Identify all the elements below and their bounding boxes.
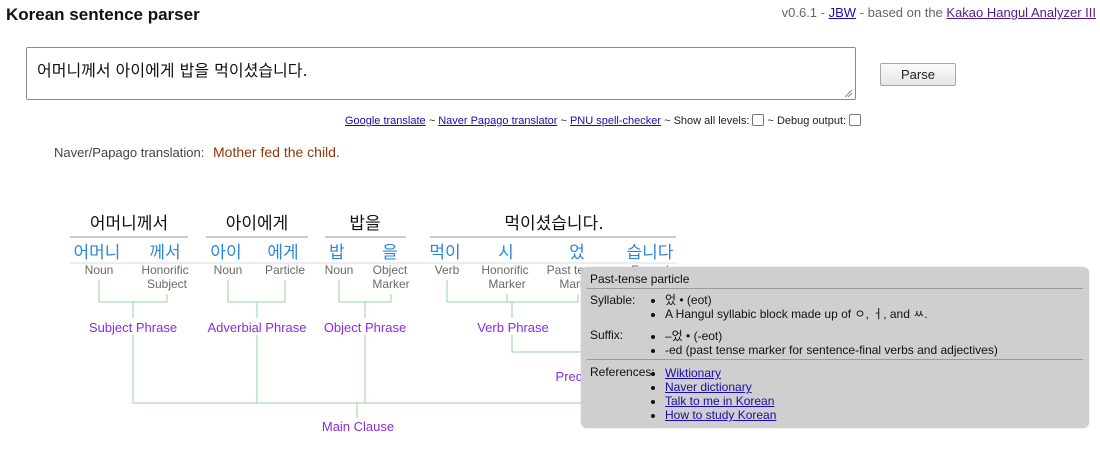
tree-connectors bbox=[98, 280, 650, 418]
version-text: v0.6.1 bbox=[781, 5, 818, 20]
word: 아이에게 bbox=[226, 214, 289, 234]
phrase-label: Subject Phrase bbox=[89, 320, 177, 335]
morpheme[interactable]: 먹이 bbox=[429, 243, 460, 263]
list-item: 었 • (eot) bbox=[665, 293, 928, 307]
link-separator: ~ bbox=[425, 115, 439, 127]
phrase-label: Main Clause bbox=[322, 419, 394, 434]
morpheme[interactable]: 에게 bbox=[267, 243, 298, 263]
morpheme[interactable]: 습니다 bbox=[627, 243, 674, 263]
word: 먹이셨습니다. bbox=[504, 214, 603, 234]
list-item: Talk to me in Korean bbox=[665, 394, 776, 408]
phrase-label: Object Phrase bbox=[324, 320, 406, 335]
pos-label: Marker bbox=[372, 277, 409, 291]
list-item: A Hangul syllabic block made up of ㅇ, ㅓ,… bbox=[665, 307, 928, 321]
based-on-text: - based on the bbox=[856, 5, 947, 20]
analyzer-link[interactable]: Kakao Hangul Analyzer III bbox=[946, 5, 1096, 20]
sentence-input[interactable]: 어머니께서 아이에게 밥을 먹이셨습니다. bbox=[26, 47, 856, 100]
wiktionary-link[interactable]: Wiktionary bbox=[665, 366, 722, 380]
suffix-list: –었 • (-eot) -ed (past tense marker for s… bbox=[649, 329, 998, 357]
morpheme[interactable]: 께서 bbox=[149, 243, 180, 263]
version-line: v0.6.1 - JBW - based on the Kakao Hangul… bbox=[782, 5, 1096, 20]
syllable-label: Syllable: bbox=[590, 293, 636, 307]
papago-link[interactable]: Naver Papago translator bbox=[438, 115, 558, 127]
references-label: References: bbox=[590, 365, 655, 379]
tooltip-divider bbox=[587, 288, 1083, 289]
resize-grip-icon[interactable] bbox=[844, 89, 852, 97]
pos-label: Honorific bbox=[141, 263, 188, 277]
phrase-label: Adverbial Phrase bbox=[208, 320, 307, 335]
morpheme[interactable]: 아이 bbox=[210, 243, 241, 263]
app-title: Korean sentence parser bbox=[6, 5, 200, 24]
list-item: -ed (past tense marker for sentence-fina… bbox=[665, 343, 998, 357]
show-all-label: ~ Show all levels: bbox=[661, 115, 750, 127]
how-to-study-korean-link[interactable]: How to study Korean bbox=[665, 408, 777, 422]
pos-label: Verb bbox=[435, 263, 460, 277]
sentence-input-value: 어머니께서 아이에게 밥을 먹이셨습니다. bbox=[37, 61, 308, 80]
debug-label: ~ Debug output: bbox=[764, 115, 847, 127]
syllable-list: 었 • (eot) A Hangul syllabic block made u… bbox=[649, 293, 928, 321]
morpheme-tooltip: Past-tense particle Syllable: 었 • (eot) … bbox=[581, 267, 1089, 428]
author-link[interactable]: JBW bbox=[828, 5, 857, 20]
pos-label: Noun bbox=[85, 263, 114, 277]
tooltip-divider bbox=[587, 359, 1083, 360]
show-all-checkbox[interactable] bbox=[752, 114, 765, 126]
pos-label: Object bbox=[373, 263, 408, 277]
list-item: Naver dictionary bbox=[665, 380, 776, 394]
morpheme[interactable]: 을 bbox=[382, 243, 398, 263]
google-translate-link[interactable]: Google translate bbox=[344, 115, 426, 127]
suffix-label: Suffix: bbox=[590, 328, 624, 342]
references-list: Wiktionary Naver dictionary Talk to me i… bbox=[649, 366, 776, 422]
pos-label: Subject bbox=[147, 277, 188, 291]
morpheme[interactable]: 었 bbox=[569, 243, 585, 263]
version-separator: - bbox=[817, 5, 829, 20]
pos-label: Marker bbox=[488, 277, 525, 291]
spell-checker-link[interactable]: PNU spell-checker bbox=[569, 115, 662, 127]
talk-to-me-in-korean-link[interactable]: Talk to me in Korean bbox=[665, 394, 775, 408]
translation-label: Naver/Papago translation: bbox=[54, 145, 205, 160]
word: 밥을 bbox=[349, 214, 380, 234]
morpheme[interactable]: 시 bbox=[498, 243, 514, 263]
translation-text: Mother fed the child. bbox=[213, 144, 340, 160]
list-item: How to study Korean bbox=[665, 408, 776, 422]
list-item: Wiktionary bbox=[665, 366, 776, 380]
pos-label: Particle bbox=[265, 263, 305, 277]
parse-button[interactable]: Parse bbox=[880, 63, 956, 86]
list-item: –었 • (-eot) bbox=[665, 329, 998, 343]
link-separator: ~ bbox=[557, 115, 570, 127]
pos-label: Noun bbox=[325, 263, 354, 277]
morpheme[interactable]: 밥 bbox=[329, 243, 345, 263]
links-row: Google translate ~ Naver Papago translat… bbox=[0, 114, 1100, 127]
phrase-label: Verb Phrase bbox=[477, 320, 549, 335]
tooltip-title: Past-tense particle bbox=[590, 272, 690, 286]
pos-label: Noun bbox=[214, 263, 243, 277]
word: 어머니께서 bbox=[90, 214, 168, 234]
debug-checkbox[interactable] bbox=[849, 114, 862, 126]
morpheme[interactable]: 어머니 bbox=[74, 243, 121, 263]
naver-dictionary-link[interactable]: Naver dictionary bbox=[665, 380, 752, 394]
pos-label: Honorific bbox=[481, 263, 528, 277]
